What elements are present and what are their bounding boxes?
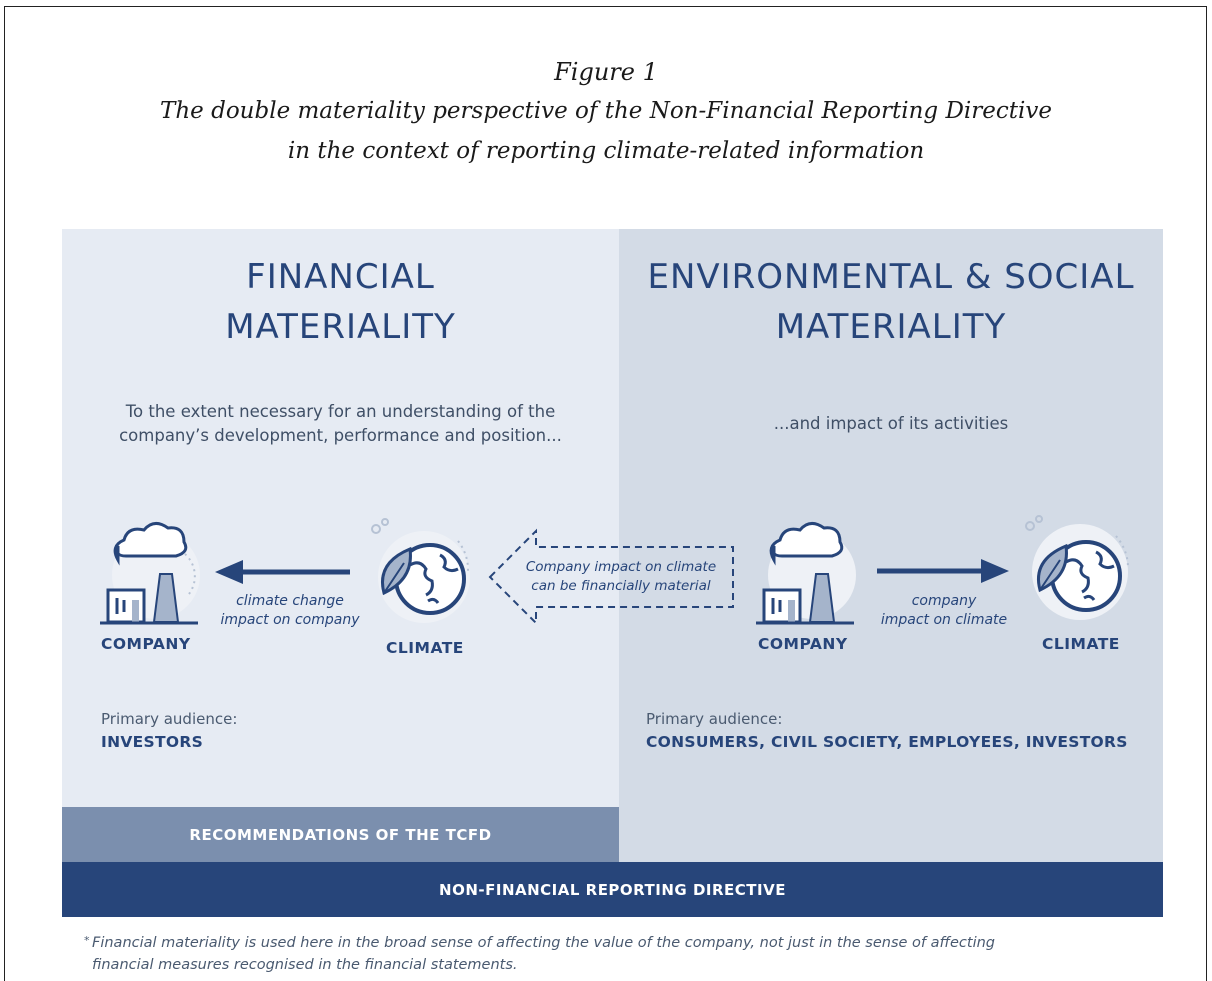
- arrow-label-line2: impact on company: [220, 612, 360, 628]
- factory-icon: [756, 522, 856, 625]
- left-climate-label: CLIMATE: [386, 639, 464, 657]
- arrow-label-line2: impact on climate: [880, 612, 1008, 628]
- left-company-label: COMPANY: [101, 635, 191, 653]
- heading-line1: ENVIRONMENTAL & SOCIAL: [647, 257, 1135, 297]
- figure-title-line1: The double materiality perspective of th…: [160, 98, 1052, 124]
- footnote-marker: *: [84, 934, 90, 947]
- figure-title-line2: in the context of reporting climate-rela…: [287, 138, 925, 164]
- right-company-label: COMPANY: [758, 635, 848, 653]
- globe-leaf-icon: [1025, 515, 1130, 620]
- tcfd-recommendations-bar: RECOMMENDATIONS OF THE TCFD: [62, 807, 619, 862]
- heading-line2: MATERIALITY: [225, 307, 456, 347]
- left-arrow-label: climate change impact on company: [210, 592, 370, 630]
- factory-icon: [100, 522, 200, 625]
- figure-label: Figure 1: [554, 58, 658, 86]
- footnote: * Financial materiality is used here in …: [84, 932, 1142, 976]
- financial-description: To the extent necessary for an understan…: [62, 400, 619, 448]
- right-arrow-label: company impact on climate: [864, 592, 1024, 630]
- right-climate-label: CLIMATE: [1042, 635, 1120, 653]
- heading-line2: MATERIALITY: [775, 307, 1007, 347]
- arrow-label-line1: climate change: [236, 593, 344, 609]
- nfrd-bar: NON-FINANCIAL REPORTING DIRECTIVE: [62, 862, 1163, 917]
- right-audience-label: Primary audience:: [646, 710, 783, 728]
- environmental-description: ...and impact of its activities: [619, 412, 1163, 436]
- arrow-label-line1: company: [911, 593, 977, 609]
- heading-line1: FINANCIAL: [246, 257, 435, 297]
- financial-materiality-heading: FINANCIAL MATERIALITY: [62, 252, 619, 352]
- left-audience-label: Primary audience:: [101, 710, 238, 728]
- left-audience-value: INVESTORS: [101, 733, 204, 751]
- arrow-left-icon: [215, 560, 350, 584]
- footnote-line2: financial measures recognised in the fin…: [92, 957, 518, 973]
- footnote-line1: Financial materiality is used here in th…: [92, 935, 995, 951]
- callout-line1: Company impact on climate: [525, 559, 717, 575]
- center-callout-text: Company impact on climate can be financi…: [512, 558, 730, 596]
- globe-leaf-icon: [371, 518, 470, 623]
- desc-line1: To the extent necessary for an understan…: [125, 402, 556, 421]
- desc-line2: company’s development, performance and p…: [119, 426, 562, 445]
- figure-frame: [4, 6, 1207, 981]
- callout-line2: can be financially material: [531, 578, 711, 594]
- environmental-social-heading: ENVIRONMENTAL & SOCIAL MATERIALITY: [619, 252, 1163, 352]
- desc-line1: ...and impact of its activities: [773, 414, 1009, 433]
- arrow-right-icon: [877, 559, 1009, 583]
- right-audience-value: CONSUMERS, CIVIL SOCIETY, EMPLOYEES, INV…: [646, 733, 1128, 751]
